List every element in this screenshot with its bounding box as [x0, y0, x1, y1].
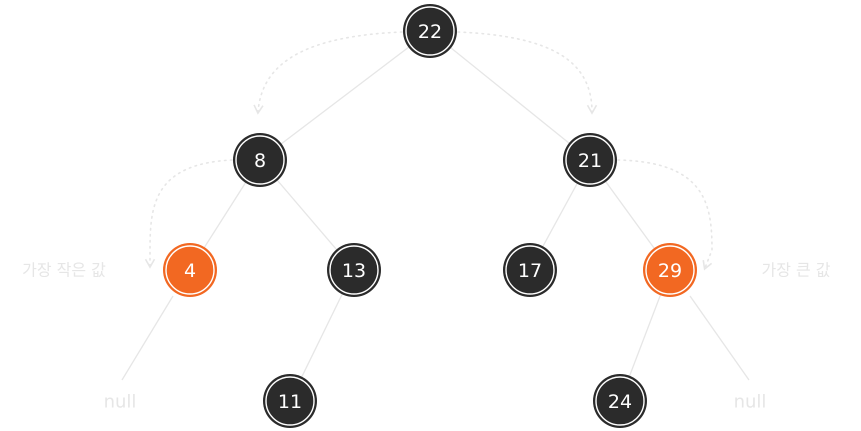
max-value-label: 가장 큰 값: [761, 261, 830, 280]
tree-edges: [189, 30, 671, 402]
node-circle: [643, 243, 697, 297]
node-13: 13: [327, 243, 381, 297]
node-label: 4: [184, 260, 196, 282]
node-circle: [233, 133, 287, 187]
node-8: 8: [233, 133, 287, 187]
node-circle: [593, 374, 647, 428]
node-label: 29: [658, 260, 682, 282]
edge-22-21: [429, 30, 591, 161]
min-value-label: 가장 작은 값: [22, 261, 106, 280]
node-label: 21: [578, 150, 602, 172]
node-ring: [505, 245, 555, 295]
node-11: 11: [263, 374, 317, 428]
null-right-label: null: [734, 392, 767, 413]
node-label: 8: [254, 150, 266, 172]
node-ring: [329, 245, 379, 295]
node-ring: [265, 376, 315, 426]
node-label: 17: [518, 260, 542, 282]
node-circle: [563, 133, 617, 187]
dotted-arrow-to-min: [144, 159, 233, 269]
node-21: 21: [563, 133, 617, 187]
node-circle: [327, 243, 381, 297]
node-ring: [595, 376, 645, 426]
dotted-arrow-to-max: [617, 159, 713, 271]
node-label: 24: [608, 391, 632, 413]
dotted-arrow-root-to-left: [253, 31, 403, 115]
null-left-label: null: [104, 392, 137, 413]
node-29: 29: [643, 243, 697, 297]
node-circle: [163, 243, 217, 297]
node-circle: [403, 4, 457, 58]
node-circle: [263, 374, 317, 428]
node-24: 24: [593, 374, 647, 428]
node-4: 4: [163, 243, 217, 297]
tree-nodes: 22 8 21 4 13 17 29 11 24: [163, 4, 697, 428]
node-ring: [645, 245, 695, 295]
dotted-arrow-root-to-right: [457, 31, 598, 115]
null-edge-right: [689, 295, 750, 381]
node-label: 13: [342, 260, 366, 282]
node-label: 11: [278, 391, 302, 413]
edge-22-8: [259, 30, 431, 161]
node-ring: [405, 6, 455, 56]
node-label: 22: [418, 21, 442, 43]
node-ring: [165, 245, 215, 295]
node-circle: [503, 243, 557, 297]
null-edge-left: [121, 295, 174, 381]
node-ring: [235, 135, 285, 185]
node-17: 17: [503, 243, 557, 297]
node-22: 22: [403, 4, 457, 58]
node-ring: [565, 135, 615, 185]
